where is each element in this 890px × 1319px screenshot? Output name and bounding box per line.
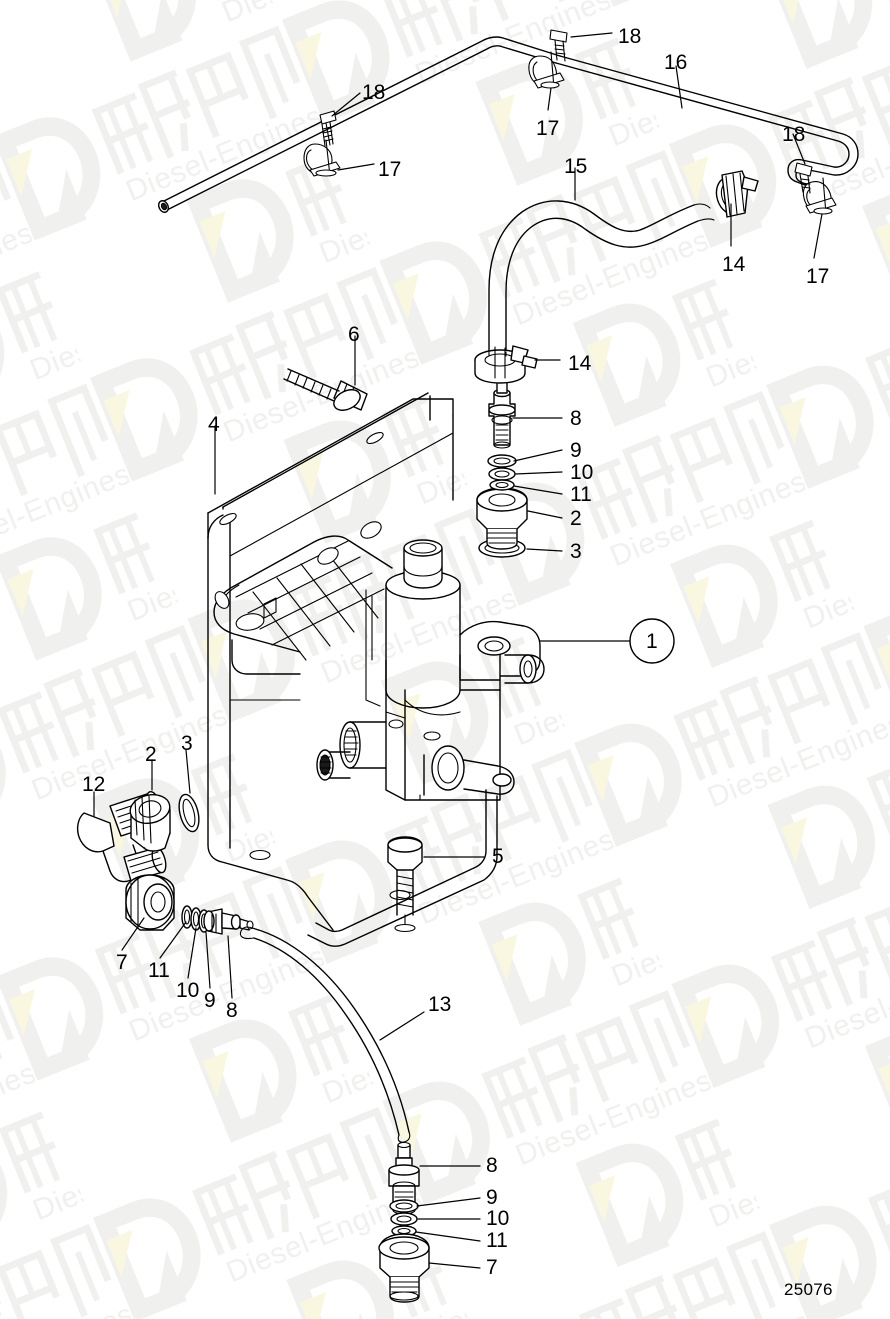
ref-number-10-b: 10 [176,979,200,1002]
ref-number-3-b: 3 [181,732,193,755]
ref-number-18-c: 18 [782,123,806,146]
ref-number-17-a: 17 [536,117,560,140]
ref-number-1: 1 [646,630,658,653]
ref-number-2-a: 2 [570,507,582,530]
ref-number-8-b: 8 [226,999,238,1022]
ref-number-11-c: 11 [486,1229,508,1252]
ref-number-4: 4 [208,413,220,436]
ref-number-14-a: 14 [722,253,746,276]
ref-number-12: 12 [82,773,106,796]
ref-number-13: 13 [428,993,452,1016]
ref-number-8-a: 8 [570,407,582,430]
ref-number-7-a: 7 [116,951,128,974]
ref-number-5: 5 [492,845,504,868]
ref-number-9-c: 9 [486,1186,498,1209]
ref-number-11-a: 11 [570,483,592,506]
ref-number-8-c: 8 [486,1154,498,1177]
ref-number-17-c: 17 [806,265,830,288]
ref-number-7-b: 7 [486,1256,498,1279]
ref-number-10-a: 10 [570,461,594,484]
drawing-number: 25076 [784,1280,833,1299]
ref-number-15: 15 [564,155,588,178]
ref-number-9-a: 9 [570,439,582,462]
ref-number-9-b: 9 [204,989,216,1012]
ref-number-14-b: 14 [568,352,592,375]
ref-number-11-b: 11 [148,959,170,982]
ref-number-10-c: 10 [486,1207,510,1230]
ref-number-18-a: 18 [618,25,642,48]
ref-number-3-a: 3 [570,540,582,563]
ref-number-16: 16 [664,51,688,74]
ref-number-18-b: 18 [362,81,386,104]
ref-number-6: 6 [348,323,360,346]
ref-number-17-b: 17 [378,158,402,181]
ref-number-2-b: 2 [145,743,157,766]
